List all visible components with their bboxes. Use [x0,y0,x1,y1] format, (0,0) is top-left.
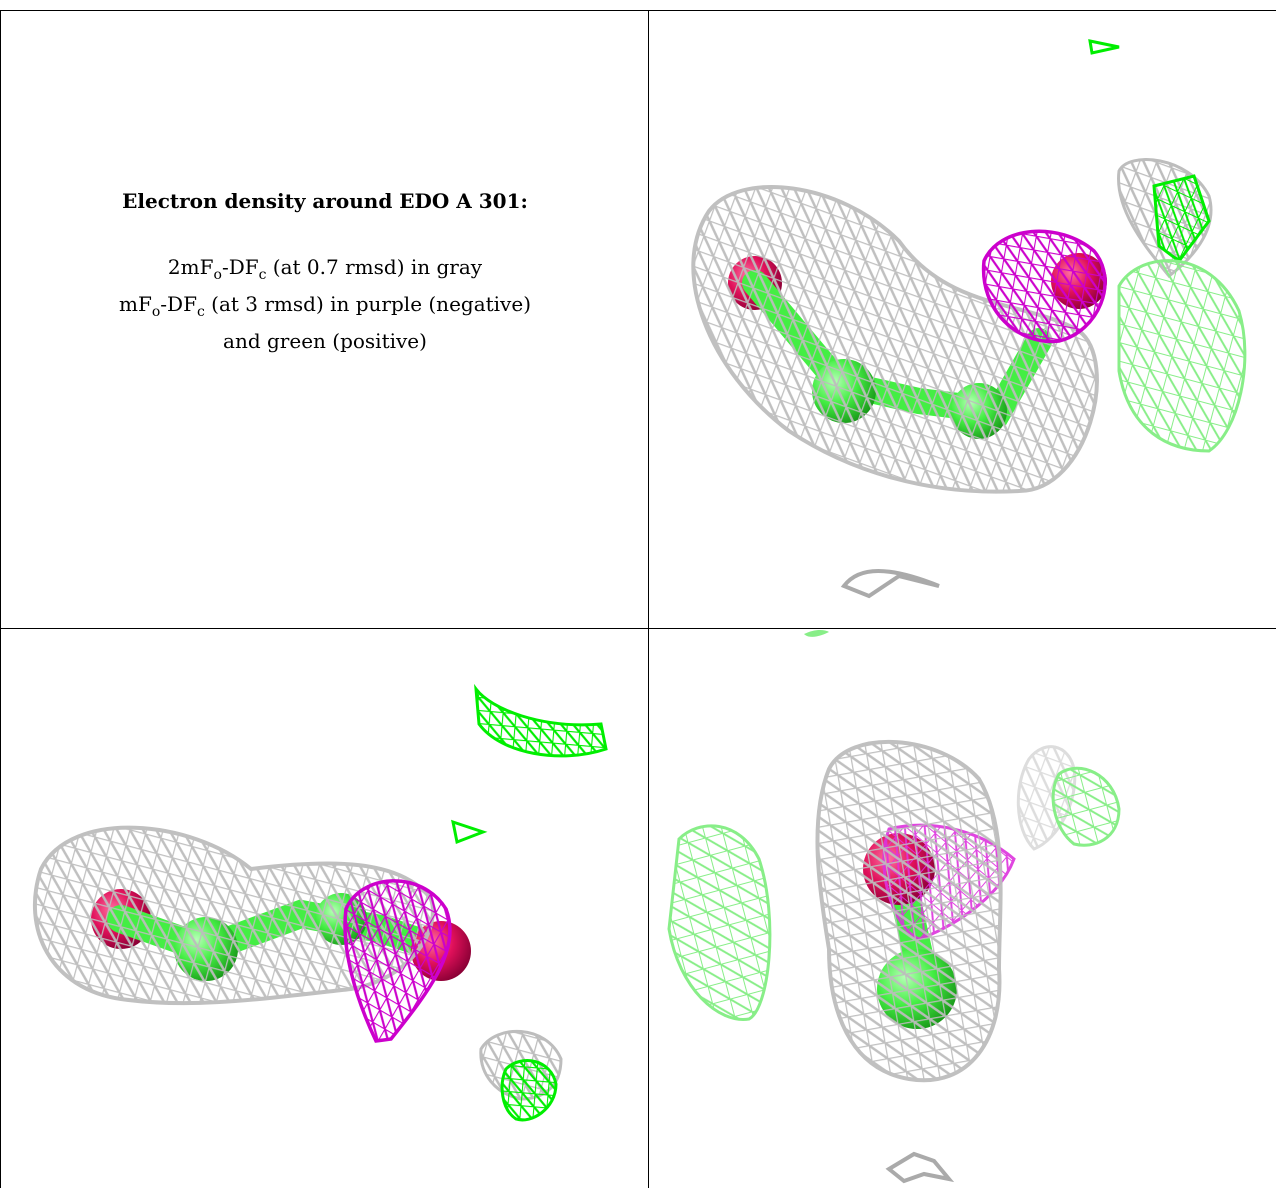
view-top-right [649,11,1276,628]
middle-border [0,628,1276,629]
caption-line-3: and green (positive) [223,329,427,353]
positive-density-light [1117,259,1247,453]
positive-density-small [500,1059,558,1122]
gray-density-fragment [885,1151,955,1184]
positive-density-light [667,824,772,1021]
density-render-bottom-left [32,683,608,1122]
positive-blob-tiny [451,819,488,845]
caption: Electron density around EDO A 301: 2mFo-… [31,189,619,356]
positive-density-light-2 [1051,766,1121,847]
vertical-border [648,10,649,1188]
caption-title: Electron density around EDO A 301: [122,189,528,213]
caption-line-2: mFo-DFc (at 3 rmsd) in purple (negative) [119,292,531,320]
caption-cell: Electron density around EDO A 301: 2mFo-… [1,11,648,628]
positive-blob-tiny [804,629,829,637]
gray-density-fragment [840,569,940,599]
gray-density-mesh [815,739,1003,1083]
view-bottom-left [1,629,648,1188]
positive-blob-tiny [1088,39,1120,55]
positive-density-small [1152,174,1211,264]
positive-density-crescent [474,683,608,758]
negative-density-mesh [343,879,452,1043]
caption-line-1: 2mFo-DFc (at 0.7 rmsd) in gray [167,255,483,283]
top-border [0,10,1276,11]
density-render-top-right [691,39,1247,599]
view-bottom-right [649,629,1276,1188]
left-border [0,10,1,1188]
gray-density-mesh [691,185,1099,494]
density-render-bottom-right [667,629,1121,1184]
negative-density-mesh [981,229,1107,344]
